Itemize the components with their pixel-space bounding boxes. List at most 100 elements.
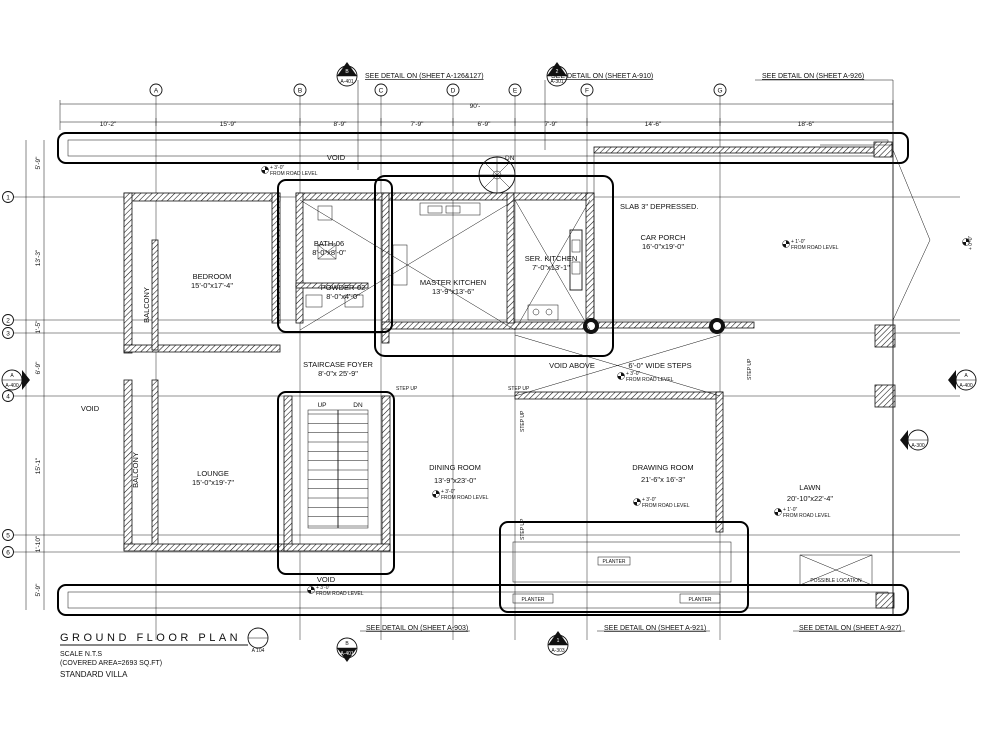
svg-text:FROM ROAD LEVEL: FROM ROAD LEVEL [316, 591, 364, 597]
section-markers: B A-401 2 A-301 B A-401 1 A-303 [1, 62, 977, 662]
room-lounge-size: 15'-0"x19'-7" [192, 478, 234, 487]
section-marker-left: A A-400 [1, 369, 30, 391]
grid-label-g: G [717, 88, 722, 95]
balcony-label-upper: BALCONY [142, 287, 151, 323]
detail-ref-top-2: SEE DETAIL ON (SHEET A-910) [551, 73, 653, 80]
void-above-label: VOID ABOVE [549, 361, 595, 370]
svg-text:10'-2": 10'-2" [100, 121, 117, 128]
possible-location-box: POSSIBLE LOCATION [799, 554, 873, 586]
slab-note: SLAB 3" DEPRESSED. [620, 202, 699, 211]
svg-text:1'-5": 1'-5" [35, 320, 42, 334]
svg-text:A-401: A-401 [340, 651, 354, 657]
level-marker-entrance: + 0'-0" [962, 236, 974, 250]
svg-text:13'-3": 13'-3" [35, 249, 42, 266]
svg-text:+ 0'-0": + 0'-0" [968, 236, 974, 250]
level-marker-void-top: + 3'-0" FROM ROAD LEVEL [261, 165, 318, 177]
svg-text:B: B [345, 641, 349, 647]
room-drawing-size: 21'-6"x 16'-3" [641, 475, 685, 484]
grid-label-c: C [379, 88, 384, 95]
svg-text:6'-9": 6'-9" [478, 121, 492, 128]
svg-text:A-301: A-301 [550, 79, 564, 85]
room-dining-size: 13'-9"x23'-0" [434, 476, 476, 485]
svg-text:7'-9": 7'-9" [411, 121, 425, 128]
svg-text:+ 3'-0": + 3'-0" [626, 371, 640, 377]
svg-text:A-300: A-300 [911, 443, 925, 449]
room-powder-size: 8'-0"x4'-0" [326, 292, 360, 301]
svg-text:POSSIBLE LOCATION: POSSIBLE LOCATION [810, 578, 862, 584]
section-marker-bottom-b: B A-401 [336, 637, 358, 662]
room-bedroom-name: BEDROOM [193, 272, 232, 281]
svg-text:+ 1'-0": + 1'-0" [791, 239, 805, 245]
level-markers: + 3'-0" FROM ROAD LEVEL + 3'-0" FROM ROA… [261, 165, 974, 597]
room-master-kitchen-name: MASTER KITCHEN [420, 278, 486, 287]
grid-row-3: 3 [6, 331, 10, 338]
grid-bubble-c [374, 83, 388, 97]
grid-lines [14, 95, 960, 640]
grid-label-a: A [154, 88, 159, 95]
staircase-treads: UP DN [307, 402, 369, 529]
step-up-label-3: STEP UP [520, 410, 526, 432]
grid-row-1: 1 [6, 195, 10, 202]
title-marker: A 104 [60, 627, 269, 654]
svg-text:A 104: A 104 [252, 648, 265, 654]
detail-ref-top-1: SEE DETAIL ON (SHEET A-126&127) [365, 73, 484, 80]
section-marker-bottom-1: 1 A-303 [547, 631, 569, 656]
grid-row-6: 6 [6, 550, 10, 557]
diagonal-lines [299, 144, 931, 397]
room-dining-name: DINING ROOM [429, 463, 481, 472]
walls [123, 133, 896, 615]
svg-text:14'-6": 14'-6" [645, 121, 662, 128]
grid-row-bubbles: 1 2 3 4 5 6 [2, 191, 14, 558]
svg-text:2: 2 [556, 69, 559, 75]
void-strips: VOID VOID [57, 132, 909, 616]
room-lawn-name: LAWN [799, 483, 820, 492]
void-label-top: VOID [327, 153, 346, 162]
planter-label-2: PLANTER [521, 597, 544, 603]
svg-text:UP: UP [317, 402, 326, 409]
round-columns [583, 318, 725, 334]
step-up-label-4: STEP UP [520, 518, 526, 540]
step-up-label-1: STEP UP [396, 386, 418, 392]
grid-label-b: B [298, 88, 302, 95]
detail-references: SEE DETAIL ON (SHEET A-126&127) SEE DETA… [357, 73, 905, 632]
svg-text:B: B [345, 69, 349, 75]
grid-row-4: 4 [6, 394, 10, 401]
level-marker-dining: + 3'-0" FROM ROAD LEVEL [432, 489, 489, 501]
detail-ref-bot-1: SEE DETAIL ON (SHEET A-903) [366, 625, 468, 632]
svg-text:7'-9": 7'-9" [545, 121, 559, 128]
svg-text:FROM ROAD LEVEL: FROM ROAD LEVEL [441, 495, 489, 501]
svg-text:A-400: A-400 [959, 383, 973, 389]
grid-bubble-a [149, 83, 163, 97]
room-staircase-size: 8'-0"x 25'-9" [318, 369, 358, 378]
svg-text:1'-10": 1'-10" [35, 535, 42, 552]
svg-text:5'-9": 5'-9" [35, 156, 42, 170]
level-marker-car-porch: + 1'-0" FROM ROAD LEVEL [782, 239, 839, 251]
detail-ref-bot-2: SEE DETAIL ON (SHEET A-921) [604, 625, 706, 632]
svg-text:8'-9": 8'-9" [334, 121, 348, 128]
drawing-title: GROUND FLOOR PLAN [60, 632, 242, 644]
svg-text:DN: DN [353, 402, 363, 409]
overall-dimension: 90'- [470, 103, 481, 110]
section-marker-top-b: B A-401 [336, 62, 358, 87]
level-marker-void-bottom: + 3'-0" FROM ROAD LEVEL [307, 585, 364, 597]
void-label-left: VOID [81, 404, 100, 413]
svg-text:6'-9": 6'-9" [35, 361, 42, 375]
svg-text:+ 3'-0": + 3'-0" [316, 585, 330, 591]
svg-text:FROM ROAD LEVEL: FROM ROAD LEVEL [270, 171, 318, 177]
grid-bubble-d [446, 83, 460, 97]
step-up-label-2: STEP UP [508, 386, 530, 392]
svg-text:+ 1'-0": + 1'-0" [783, 507, 797, 513]
section-marker-right-2: A-300 [900, 429, 929, 451]
svg-text:15'-1": 15'-1" [35, 457, 42, 474]
detail-ref-top-3: SEE DETAIL ON (SHEET A-926) [762, 73, 864, 80]
highlight-outlines [277, 175, 749, 613]
svg-text:15'-9": 15'-9" [220, 121, 237, 128]
top-dimensions: 90'- 10'-2" 15'-9" 8'-9" 7'-9" 6'-9" 7'-… [59, 100, 894, 130]
planter-label-3: PLANTER [688, 597, 711, 603]
level-marker-steps: + 3'-0" FROM ROAD LEVEL [617, 371, 674, 383]
room-lounge-name: LOUNGE [197, 469, 229, 478]
room-bath-size: 8'-0"x8'-0" [312, 248, 346, 257]
grid-label-d: D [451, 88, 456, 95]
svg-text:18'-6": 18'-6" [798, 121, 815, 128]
level-marker-drawing: + 3'-0" FROM ROAD LEVEL [633, 497, 690, 509]
